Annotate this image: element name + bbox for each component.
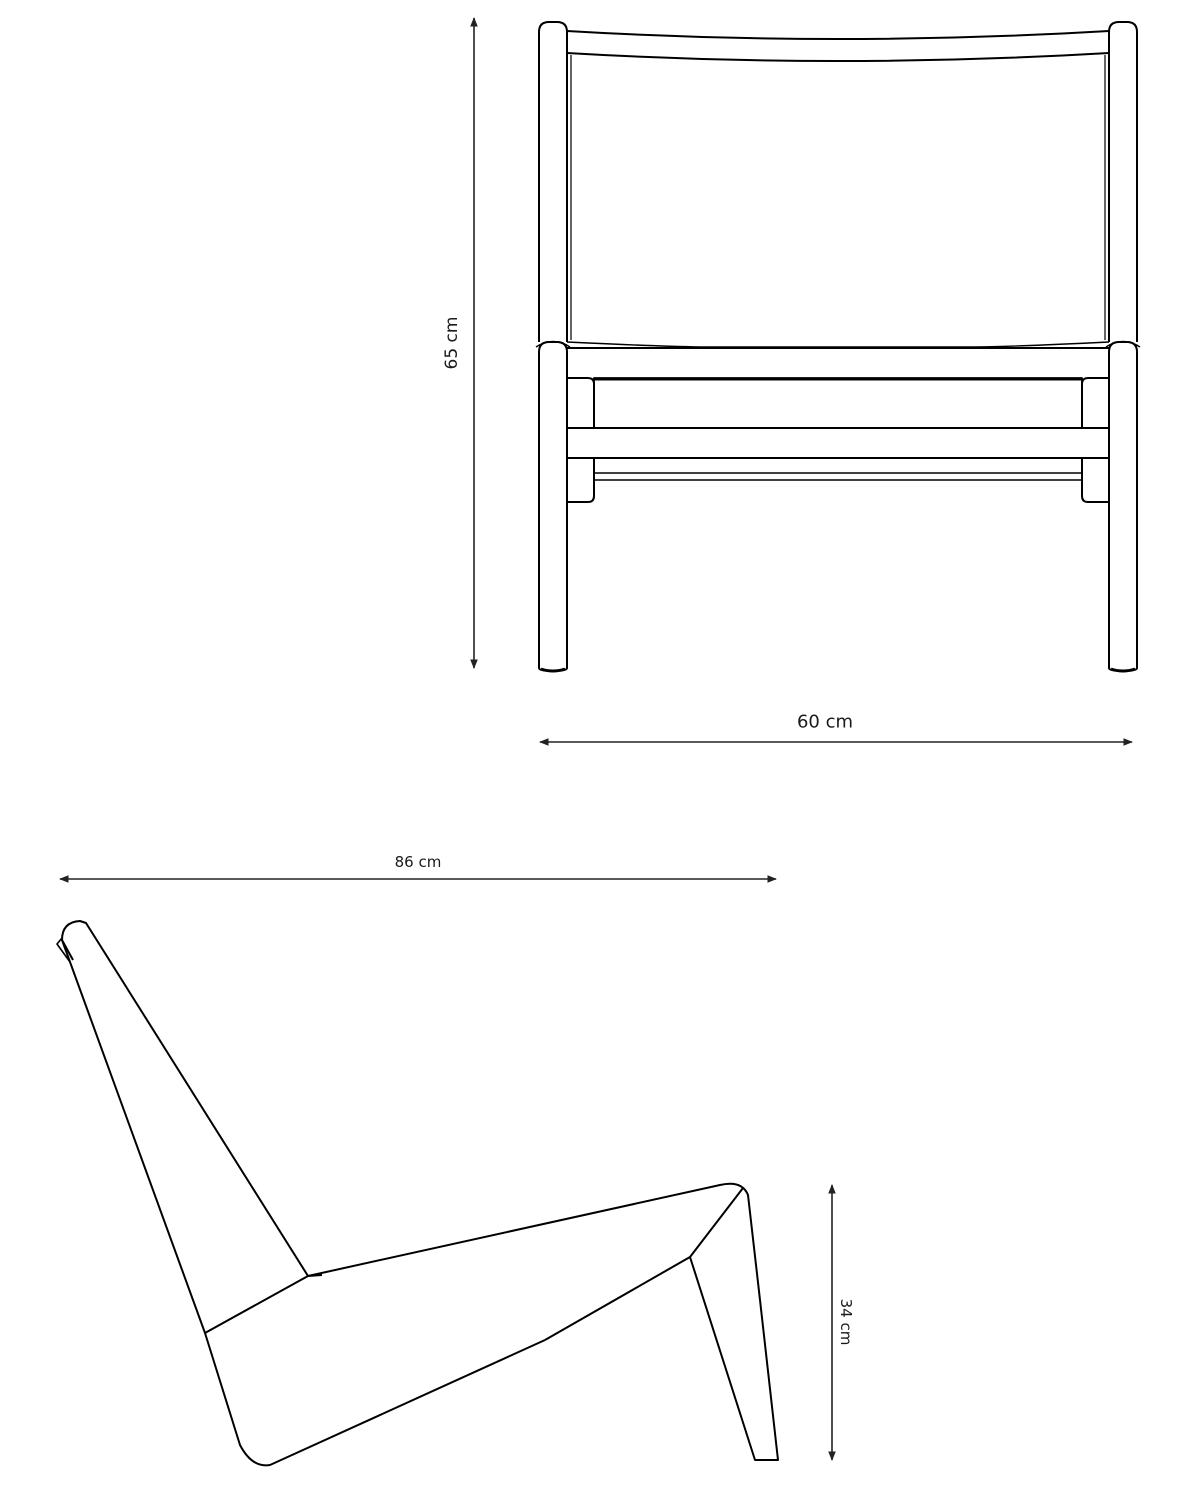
right-front-leg: [1108, 341, 1138, 672]
backrest-rear-edge: [61, 920, 309, 1277]
seat-top: [307, 1182, 761, 1301]
back-fabric-bottom: [566, 341, 1110, 348]
side-view: [56, 875, 836, 1467]
height-dimension-label: 65 cm: [442, 316, 462, 370]
front-view: [470, 17, 1141, 746]
seat-underside: [544, 1256, 691, 1341]
seat-panel: [593, 377, 1083, 429]
width-dimension-label: 60 cm: [796, 711, 854, 733]
depth-dimension-label: 86 cm: [394, 853, 442, 871]
top-back-rail: [566, 30, 1110, 62]
chair-rear-profile: [61, 939, 546, 1467]
left-front-leg: [538, 341, 568, 672]
left-back-post: [538, 21, 568, 342]
middle-stretcher: [566, 427, 1110, 459]
right-back-post: [1108, 21, 1138, 342]
seat-height-dimension-label: 34 cm: [837, 1298, 855, 1346]
front-leg: [689, 1187, 779, 1461]
backrest-tab: [56, 937, 71, 963]
seat-crease: [204, 1274, 323, 1334]
